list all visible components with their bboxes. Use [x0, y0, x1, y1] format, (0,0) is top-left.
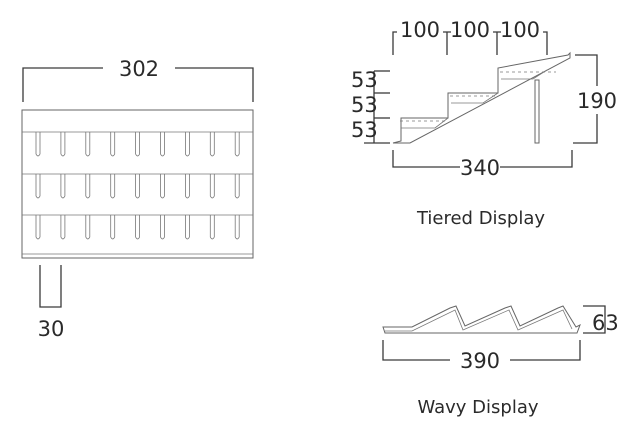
step-depth-2: 100 — [450, 18, 490, 42]
slot — [135, 132, 140, 157]
slot — [35, 174, 41, 199]
wavy-display-title: Wavy Display — [417, 397, 538, 418]
height-dimension-line-top — [575, 54, 598, 86]
slot — [35, 215, 41, 240]
wavy-height-label: 63 — [592, 311, 619, 335]
support-leg — [534, 79, 540, 144]
slot — [110, 174, 116, 199]
slot — [110, 215, 116, 240]
slot — [185, 132, 190, 157]
slot — [35, 132, 41, 157]
slot — [185, 174, 190, 199]
step-height-1: 53 — [351, 68, 378, 92]
step-depth-3: 100 — [500, 18, 540, 42]
height-dimension-line-bottom — [573, 114, 598, 144]
slot — [160, 215, 165, 240]
slot — [60, 215, 66, 240]
tiered-display-title: Tiered Display — [416, 208, 545, 229]
front-depth-label: 30 — [38, 317, 65, 341]
step-depth-tick — [493, 31, 501, 55]
wavy-length-label: 390 — [460, 349, 500, 373]
depth-dimension-line-right — [500, 150, 573, 168]
depth-dimension-line-left — [392, 150, 460, 168]
slot — [135, 174, 140, 199]
front-width-label: 302 — [119, 57, 159, 81]
step-depth-tick — [392, 31, 397, 55]
slot — [110, 132, 116, 157]
slot — [209, 215, 215, 240]
depth-dimension-line — [39, 265, 62, 308]
slot — [160, 132, 165, 157]
length-dimension-line-right — [510, 340, 581, 361]
slot — [234, 132, 240, 157]
wave-inner-line — [385, 309, 573, 332]
slot — [60, 132, 66, 157]
width-dimension-line-right — [175, 67, 254, 102]
step-height-2: 53 — [351, 93, 378, 117]
front-view: 302 30 — [21, 57, 254, 341]
slot — [185, 215, 190, 240]
width-dimension-line-left — [22, 67, 103, 102]
slot — [135, 215, 140, 240]
wavy-display-drawing: 63 390 Wavy Display — [382, 305, 619, 418]
step-depth-tick — [443, 31, 451, 55]
slot — [85, 132, 91, 157]
slot — [85, 215, 91, 240]
slot — [85, 174, 91, 199]
tiered-stand-profile — [392, 51, 571, 144]
height-dimension-line — [583, 305, 606, 334]
length-dimension-line-left — [382, 340, 450, 361]
slot — [60, 174, 66, 199]
slot — [234, 174, 240, 199]
wavy-stand-profile — [382, 305, 581, 334]
overall-height-label: 190 — [577, 89, 617, 113]
overall-depth-label: 340 — [460, 156, 500, 180]
shelf-rows — [22, 131, 253, 240]
step-height-3: 53 — [351, 118, 378, 142]
slot — [209, 174, 215, 199]
step-tread — [501, 69, 548, 80]
slot — [209, 132, 215, 157]
tiered-display-drawing: 100 100 100 53 53 53 190 340 Tiered Disp… — [351, 18, 617, 229]
slot — [234, 215, 240, 240]
slot — [160, 174, 165, 199]
step-depth-1: 100 — [400, 18, 440, 42]
step-depth-tick — [543, 31, 548, 55]
